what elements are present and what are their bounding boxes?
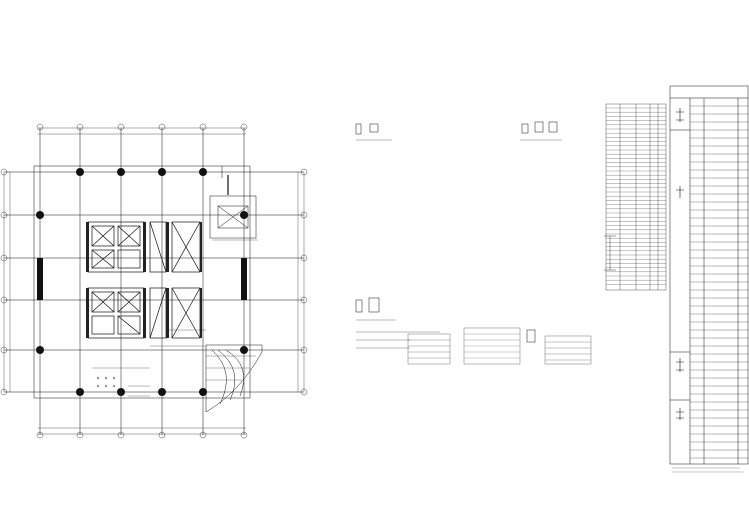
index-footnote xyxy=(672,467,744,473)
grid-lines-horizontal xyxy=(4,171,304,393)
plan-dots xyxy=(97,377,115,387)
section-details-top xyxy=(355,121,562,141)
wall-hatching xyxy=(86,222,202,338)
schedule-dim xyxy=(604,235,616,271)
detail-note-lines xyxy=(464,333,520,359)
index-symbols xyxy=(676,108,684,420)
detail-table-lines xyxy=(408,339,591,361)
structural-floor-plan xyxy=(0,123,308,439)
plan-notes xyxy=(92,329,206,397)
schedule-rows xyxy=(606,107,666,285)
slab-edge xyxy=(33,165,251,399)
index-rows xyxy=(690,105,748,459)
opening-detail xyxy=(209,166,258,241)
ramp-detail xyxy=(205,344,263,413)
rebar-schedule-table xyxy=(605,103,667,291)
grid-bubbles xyxy=(0,123,308,439)
columns xyxy=(36,168,248,396)
grid-lines-vertical xyxy=(39,128,245,435)
drawing-index-table xyxy=(669,85,749,465)
dimension-lines xyxy=(3,127,305,435)
